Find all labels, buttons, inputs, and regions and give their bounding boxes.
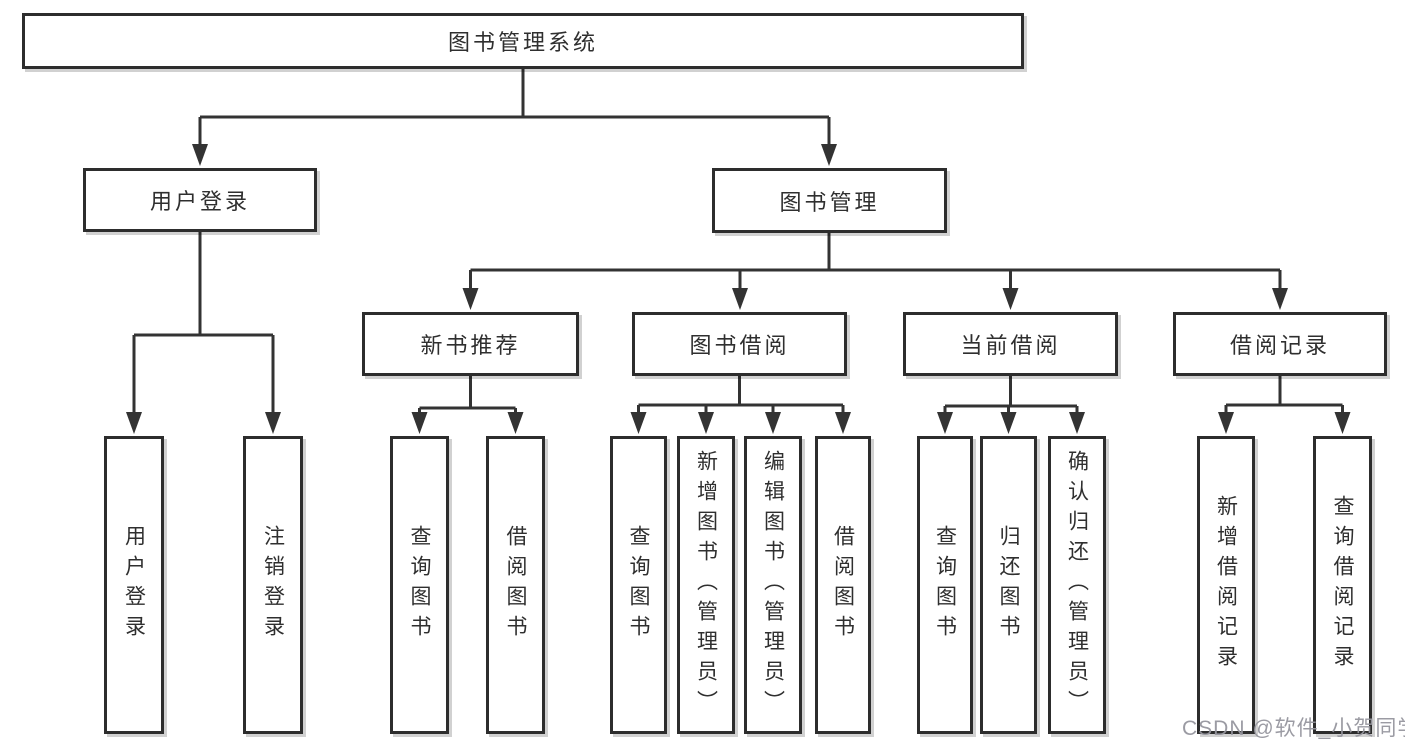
arrow-down-icon xyxy=(1069,412,1085,434)
leaf-add-book-admin: 新增图书（管理员） xyxy=(677,436,735,734)
watermark: CSDN @软件_小贺同学 xyxy=(1182,717,1405,740)
node-current-borrow-label: 当前借阅 xyxy=(960,333,1061,358)
leaf-borrow-books-label: 借阅图书 xyxy=(831,525,855,645)
connector-bookborrow-to-leaves xyxy=(637,376,845,414)
node-user-login-label: 用户登录 xyxy=(149,189,250,214)
node-new-book-recommend-label: 新书推荐 xyxy=(420,333,521,358)
node-root: 图书管理系统 xyxy=(22,13,1024,69)
arrow-down-icon xyxy=(937,412,953,434)
leaf-query-books-recommend: 查询图书 xyxy=(390,436,449,734)
arrow-down-icon xyxy=(462,288,479,310)
leaf-query-books-borrow-label: 查询图书 xyxy=(627,525,650,645)
node-root-label: 图书管理系统 xyxy=(447,30,598,55)
arrow-down-icon xyxy=(1272,288,1288,310)
connector-bookmgmt-to-level3 xyxy=(469,233,1282,290)
connector-borrowrecord-to-leaves xyxy=(1224,376,1344,414)
node-borrow-records-label: 借阅记录 xyxy=(1229,333,1330,358)
leaf-logout-login-label: 注销登录 xyxy=(261,525,285,645)
arrow-down-icon xyxy=(630,412,647,434)
connector-userlogin-to-leaves xyxy=(132,232,275,414)
arrowheads xyxy=(126,144,1351,434)
arrow-down-icon xyxy=(126,412,142,434)
leaf-query-books-borrow: 查询图书 xyxy=(610,436,667,734)
leaf-edit-book-admin-label: 编辑图书（管理员） xyxy=(761,450,785,720)
leaf-query-borrow-record: 查询借阅记录 xyxy=(1313,436,1372,734)
node-book-management-label: 图书管理 xyxy=(779,189,880,215)
leaf-add-borrow-record: 新增借阅记录 xyxy=(1197,436,1255,734)
leaf-borrow-books-recommend-label: 借阅图书 xyxy=(504,525,527,645)
node-book-management: 图书管理 xyxy=(712,168,947,233)
node-borrow-records: 借阅记录 xyxy=(1173,312,1387,376)
leaf-user-login: 用户登录 xyxy=(104,436,164,734)
arrow-down-icon xyxy=(1000,412,1017,434)
arrow-down-icon xyxy=(821,144,837,166)
leaf-edit-book-admin: 编辑图书（管理员） xyxy=(744,436,802,734)
leaf-confirm-return-admin-label: 确认归还（管理员） xyxy=(1065,450,1089,720)
arrow-down-icon xyxy=(192,144,208,166)
leaf-return-books: 归还图书 xyxy=(980,436,1037,734)
leaf-query-books-current-label: 查询图书 xyxy=(933,525,957,645)
leaf-borrow-books-recommend: 借阅图书 xyxy=(486,436,545,734)
arrow-down-icon xyxy=(411,412,428,434)
leaf-return-books-label: 归还图书 xyxy=(997,525,1020,645)
arrow-down-icon xyxy=(1218,412,1234,434)
connector-lines xyxy=(132,69,1344,414)
arrow-down-icon xyxy=(698,412,714,434)
leaf-query-borrow-record-label: 查询借阅记录 xyxy=(1331,495,1354,675)
leaf-logout-login: 注销登录 xyxy=(243,436,303,734)
arrow-down-icon xyxy=(1002,288,1019,310)
arrow-down-icon xyxy=(835,412,851,434)
arrow-down-icon xyxy=(507,412,524,434)
arrow-down-icon xyxy=(732,288,748,310)
connector-root-to-level2 xyxy=(198,69,831,146)
node-user-login: 用户登录 xyxy=(83,168,317,232)
node-new-book-recommend: 新书推荐 xyxy=(362,312,579,376)
node-book-borrow: 图书借阅 xyxy=(632,312,847,376)
node-book-borrow-label: 图书借阅 xyxy=(689,333,790,358)
leaf-add-borrow-record-label: 新增借阅记录 xyxy=(1214,495,1238,675)
leaf-query-books-recommend-label: 查询图书 xyxy=(408,525,431,645)
node-current-borrow: 当前借阅 xyxy=(903,312,1118,376)
leaf-query-books-current: 查询图书 xyxy=(917,436,973,734)
leaf-borrow-books: 借阅图书 xyxy=(815,436,871,734)
leaf-add-book-admin-label: 新增图书（管理员） xyxy=(694,450,718,720)
arrow-down-icon xyxy=(765,412,781,434)
connector-newbook-to-leaves xyxy=(418,376,517,414)
leaf-confirm-return-admin: 确认归还（管理员） xyxy=(1048,436,1106,734)
arrow-down-icon xyxy=(1334,412,1351,434)
arrow-down-icon xyxy=(265,412,281,434)
leaf-user-login-label: 用户登录 xyxy=(122,525,146,645)
connector-currentborrow-to-leaves xyxy=(943,376,1079,414)
